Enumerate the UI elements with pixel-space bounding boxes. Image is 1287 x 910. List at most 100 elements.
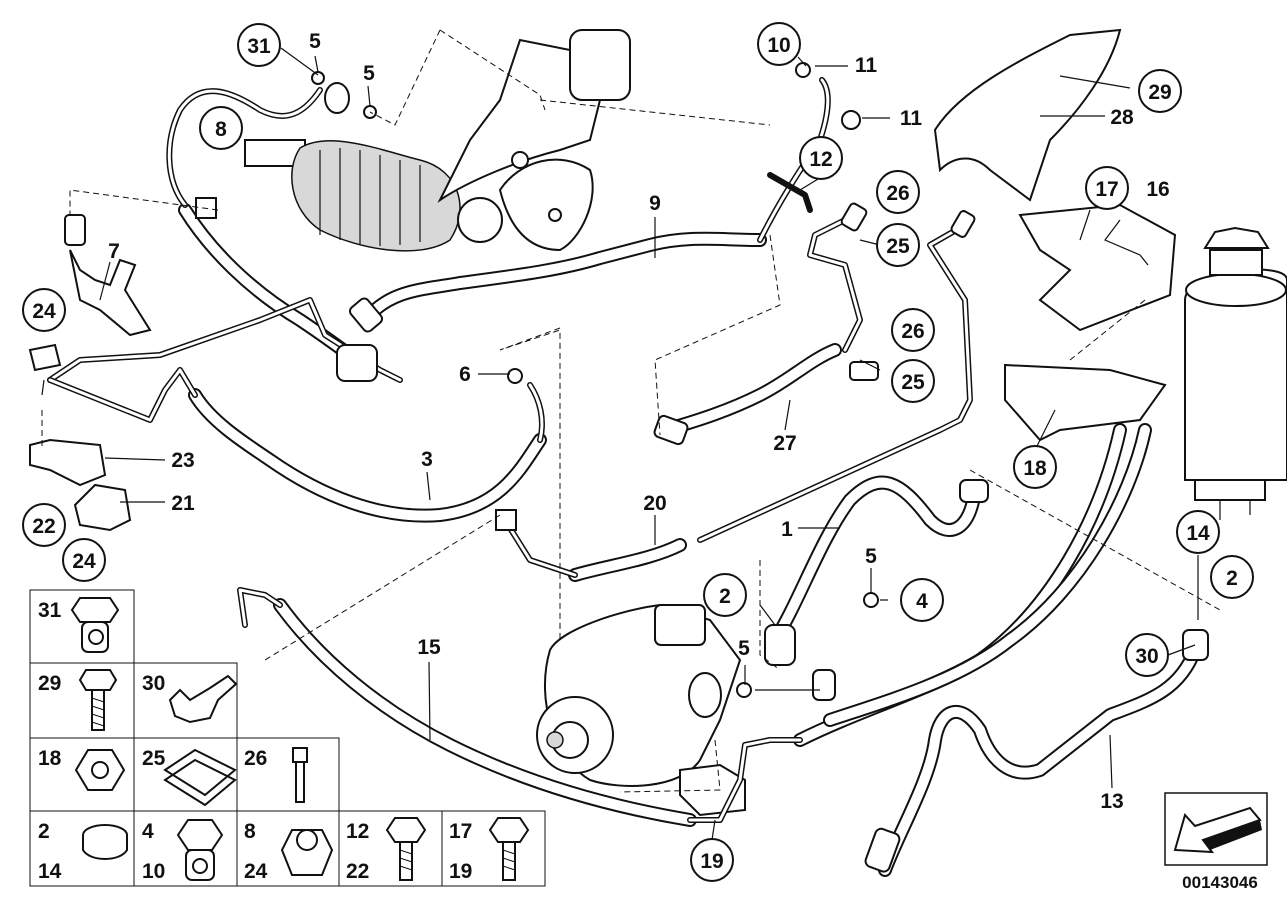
bracket-18 <box>1004 363 1167 442</box>
svg-text:4: 4 <box>916 590 928 613</box>
svg-text:24: 24 <box>32 300 56 323</box>
diagram-id: 00143046 <box>1182 873 1258 892</box>
callout-8[interactable]: 8 <box>199 106 243 150</box>
label-15[interactable]: 15 <box>417 636 441 659</box>
clip-24 <box>28 343 62 372</box>
svg-text:12: 12 <box>809 148 832 171</box>
svg-text:18: 18 <box>1023 457 1047 480</box>
svg-text:29: 29 <box>1148 81 1171 104</box>
legend-cell-31[interactable]: 31 <box>29 589 135 664</box>
label-1[interactable]: 1 <box>781 518 793 541</box>
legend-cell-2-14[interactable]: 2 14 <box>29 810 135 887</box>
leader-lines <box>41 47 1199 841</box>
callout-2-right[interactable]: 2 <box>1210 555 1254 599</box>
callout-2-left[interactable]: 2 <box>703 573 747 617</box>
svg-text:25: 25 <box>886 235 910 258</box>
label-3[interactable]: 3 <box>421 448 433 471</box>
legend-cell-17-19[interactable]: 17 19 <box>441 810 546 887</box>
parts-artwork <box>28 28 1287 877</box>
heat-shield <box>933 28 1122 202</box>
svg-text:24: 24 <box>244 860 268 883</box>
svg-text:2: 2 <box>719 585 731 608</box>
svg-text:25: 25 <box>142 747 166 770</box>
svg-text:17: 17 <box>449 820 472 843</box>
label-5-b[interactable]: 5 <box>363 62 375 85</box>
label-5-a[interactable]: 5 <box>309 30 321 53</box>
label-16[interactable]: 16 <box>1146 178 1169 201</box>
svg-text:2: 2 <box>1226 567 1238 590</box>
circled-callouts: 31 8 10 12 26 25 26 25 29 17 18 24 22 24… <box>22 22 1254 882</box>
callout-24-upper[interactable]: 24 <box>22 288 66 332</box>
callout-4[interactable]: 4 <box>900 578 944 622</box>
callout-18[interactable]: 18 <box>1013 445 1057 489</box>
label-23[interactable]: 23 <box>171 449 194 472</box>
label-20[interactable]: 20 <box>643 492 666 515</box>
direction-arrow-icon <box>1164 792 1268 866</box>
label-28[interactable]: 28 <box>1110 106 1134 129</box>
svg-text:19: 19 <box>700 850 723 873</box>
svg-text:19: 19 <box>449 860 472 883</box>
label-13[interactable]: 13 <box>1100 790 1123 813</box>
legend-cell-8-24[interactable]: 8 24 <box>236 810 340 887</box>
svg-text:4: 4 <box>142 820 154 843</box>
legend-cell-29[interactable]: 29 <box>29 662 135 739</box>
callout-25-lower[interactable]: 25 <box>891 359 935 403</box>
svg-text:26: 26 <box>886 182 909 205</box>
bracket-21 <box>73 483 132 532</box>
svg-text:22: 22 <box>32 515 55 538</box>
fluid-reservoir <box>1184 226 1287 520</box>
callout-14[interactable]: 14 <box>1176 510 1220 554</box>
svg-text:30: 30 <box>1135 645 1158 668</box>
svg-text:8: 8 <box>215 118 227 141</box>
svg-text:25: 25 <box>901 371 925 394</box>
bracket-23 <box>29 438 107 487</box>
svg-text:31: 31 <box>247 35 271 58</box>
svg-text:10: 10 <box>767 34 790 57</box>
callout-22[interactable]: 22 <box>22 503 66 547</box>
callout-29[interactable]: 29 <box>1138 69 1182 113</box>
parts-legend: 31 29 30 18 25 <box>29 589 546 887</box>
legend-cell-12-22[interactable]: 12 22 <box>338 810 443 887</box>
steering-pump <box>536 603 742 787</box>
callout-31[interactable]: 31 <box>237 23 281 67</box>
callout-26-upper[interactable]: 26 <box>876 170 920 214</box>
label-5-d[interactable]: 5 <box>738 637 750 660</box>
callout-17[interactable]: 17 <box>1085 166 1129 210</box>
svg-text:2: 2 <box>38 820 50 843</box>
callout-26-lower[interactable]: 26 <box>891 308 935 352</box>
label-9[interactable]: 9 <box>649 192 661 215</box>
callout-24-lower[interactable]: 24 <box>62 538 106 582</box>
svg-text:30: 30 <box>142 672 165 695</box>
legend-cell-30[interactable]: 30 <box>133 662 238 739</box>
svg-text:14: 14 <box>38 860 62 883</box>
callout-19[interactable]: 19 <box>690 838 734 882</box>
label-11-a[interactable]: 11 <box>855 54 878 77</box>
label-6[interactable]: 6 <box>459 363 471 386</box>
callout-12[interactable]: 12 <box>799 136 843 180</box>
svg-text:26: 26 <box>901 320 924 343</box>
callout-10[interactable]: 10 <box>757 22 801 66</box>
svg-text:10: 10 <box>142 860 165 883</box>
legend-cell-18[interactable]: 18 <box>29 737 135 812</box>
svg-text:31: 31 <box>38 599 62 622</box>
svg-text:8: 8 <box>244 820 256 843</box>
callout-25-upper[interactable]: 25 <box>876 223 920 267</box>
label-11-b[interactable]: 11 <box>900 107 923 130</box>
svg-text:14: 14 <box>1186 522 1210 545</box>
legend-cell-4-10[interactable]: 4 10 <box>133 810 238 887</box>
legend-cell-26[interactable]: 26 <box>236 737 340 812</box>
legend-cell-25[interactable]: 25 <box>133 737 238 812</box>
label-21[interactable]: 21 <box>171 492 195 515</box>
plain-labels: 5 5 11 11 28 16 9 7 6 3 23 21 27 20 1 5 … <box>108 30 1170 813</box>
label-27[interactable]: 27 <box>773 432 796 455</box>
callout-30[interactable]: 30 <box>1125 633 1169 677</box>
label-7[interactable]: 7 <box>108 240 120 263</box>
svg-text:29: 29 <box>38 672 61 695</box>
steering-rack <box>244 29 631 252</box>
svg-text:18: 18 <box>38 747 62 770</box>
svg-text:26: 26 <box>244 747 267 770</box>
label-5-c[interactable]: 5 <box>865 545 877 568</box>
svg-text:00143046: 00143046 <box>1182 873 1258 892</box>
svg-text:24: 24 <box>72 550 96 573</box>
